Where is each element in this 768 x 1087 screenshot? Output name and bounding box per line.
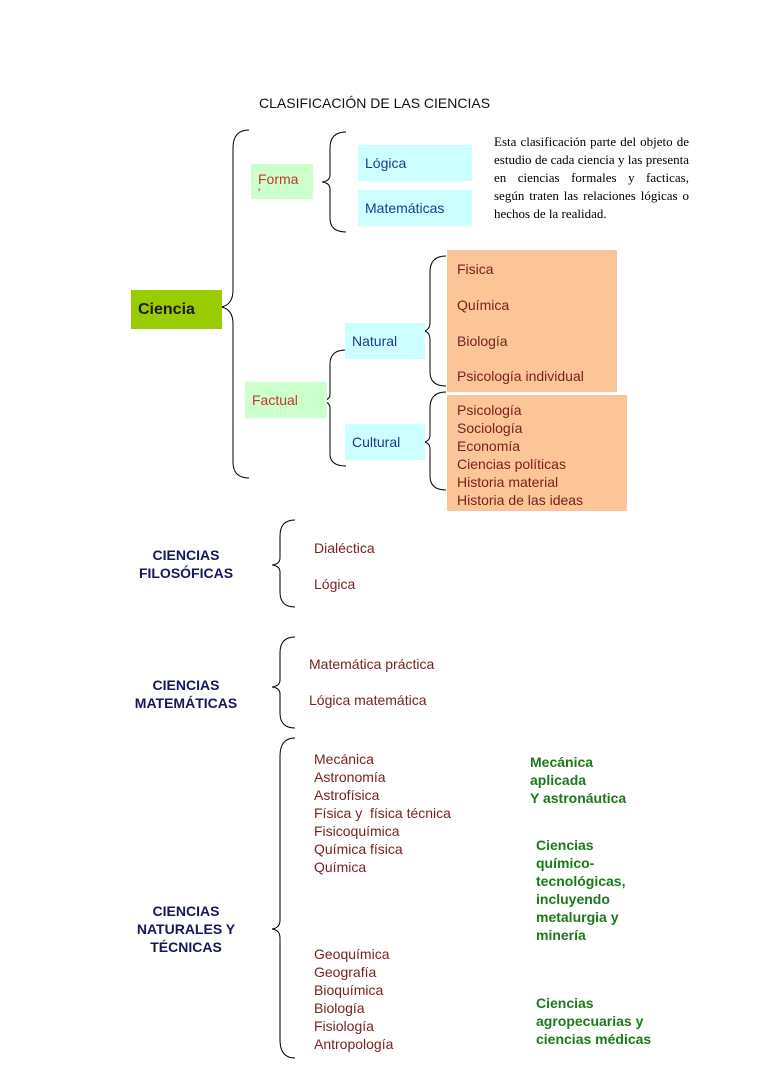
naturales-item: Fisicoquímica xyxy=(314,823,400,839)
node-cultural: Cultural xyxy=(345,424,425,460)
natural-item: Psicología individual xyxy=(457,368,584,384)
applied-line: tecnológicas, xyxy=(536,873,626,889)
naturales-item: Astronomía xyxy=(314,769,386,785)
naturales-item: Biología xyxy=(314,1000,365,1016)
cultural-item: Historia de las ideas xyxy=(457,492,584,508)
applied-line: químico- xyxy=(536,855,595,871)
naturales-item: Antropología xyxy=(314,1036,394,1052)
heading-ciencias-filosoficas: CIENCIAS FILOSÓFICAS xyxy=(118,546,254,582)
naturales-group-1: Mecánica Astronomía Astrofísica Física y… xyxy=(314,750,451,876)
heading-line: MATEMÁTICAS xyxy=(134,695,238,711)
node-natural: Natural xyxy=(345,323,425,359)
natural-item: Química xyxy=(457,297,510,313)
cultural-item: Psicología xyxy=(457,402,522,418)
applied-line: incluyendo xyxy=(536,891,610,907)
cultural-item: Historia material xyxy=(457,474,559,490)
cultural-item: Ciencias políticas xyxy=(457,456,566,472)
naturales-item: Geoquímica xyxy=(314,946,390,962)
applied-line: minería xyxy=(536,927,586,943)
heading-line: TÉCNICAS xyxy=(150,939,222,955)
naturales-item: Mecánica xyxy=(314,751,374,767)
applied-line: metalurgia y xyxy=(536,909,619,925)
naturales-item: Física y física técnica xyxy=(314,805,451,821)
natural-list-box: Fisica Química Biología Psicología indiv… xyxy=(447,250,617,392)
applied-line: aplicada xyxy=(530,772,587,788)
page-title: CLASIFICACIÓN DE LAS CIENCIAS xyxy=(259,95,491,111)
heading-ciencias-matematicas: CIENCIAS MATEMÁTICAS xyxy=(118,676,254,712)
cultural-item: Economía xyxy=(457,438,521,454)
applied-mecanica: Mecánica aplicada Y astronáutica xyxy=(530,753,626,807)
heading-line: NATURALES Y xyxy=(136,921,236,937)
matematicas-item: Lógica matemática xyxy=(309,692,427,708)
filosoficas-brace xyxy=(271,519,296,608)
natural-brace xyxy=(423,255,447,387)
naturales-brace xyxy=(271,737,296,1059)
applied-line: agropecuarias y xyxy=(536,1013,644,1029)
filosoficas-item: Dialéctica xyxy=(314,540,375,556)
applied-agropecuarias: Ciencias agropecuarias y ciencias médica… xyxy=(536,994,651,1048)
cultural-brace xyxy=(423,391,447,491)
node-logica: Lógica xyxy=(358,145,472,181)
applied-line: Y astronáutica xyxy=(530,790,627,806)
natural-item: Biología xyxy=(457,333,508,349)
heading-line: CIENCIAS xyxy=(152,547,220,563)
node-formal-cont: ' xyxy=(258,186,261,199)
applied-quimico-tecnologicas: Ciencias químico- tecnológicas, incluyen… xyxy=(536,836,625,944)
matematicas-item: Matemática práctica xyxy=(309,656,435,672)
node-formal: Forma ' xyxy=(251,164,313,199)
root-brace xyxy=(220,129,250,479)
applied-line: Mecánica xyxy=(530,754,594,770)
naturales-item: Astrofísica xyxy=(314,787,380,803)
classification-description: Esta clasificación parte del objeto de e… xyxy=(494,134,689,221)
root-node-ciencia: Ciencia xyxy=(131,290,222,329)
heading-line: FILOSÓFICAS xyxy=(138,565,234,581)
applied-line: ciencias médicas xyxy=(536,1031,652,1047)
heading-line: CIENCIAS xyxy=(152,903,220,919)
heading-ciencias-naturales: CIENCIAS NATURALES Y TÉCNICAS xyxy=(118,902,254,956)
naturales-item: Fisiología xyxy=(314,1018,374,1034)
filosoficas-item: Lógica xyxy=(314,576,356,592)
naturales-item: Geografía xyxy=(314,964,377,980)
applied-line: Ciencias xyxy=(536,837,594,853)
cultural-item: Sociología xyxy=(457,420,523,436)
naturales-item: Química xyxy=(314,859,367,875)
matematicas-brace xyxy=(271,636,296,729)
node-factual: Factual xyxy=(245,382,327,418)
cultural-list-box: Psicología Sociología Economía Ciencias … xyxy=(447,395,627,511)
naturales-group-2: Geoquímica Geografía Bioquímica Biología… xyxy=(314,945,393,1053)
naturales-item: Química física xyxy=(314,841,403,857)
natural-item: Fisica xyxy=(457,261,494,277)
applied-line: Ciencias xyxy=(536,995,594,1011)
formal-brace xyxy=(321,131,347,233)
naturales-item: Bioquímica xyxy=(314,982,384,998)
node-matematicas: Matemáticas xyxy=(358,190,472,226)
node-formal-label: Forma xyxy=(258,171,299,187)
heading-line: CIENCIAS xyxy=(152,677,220,693)
